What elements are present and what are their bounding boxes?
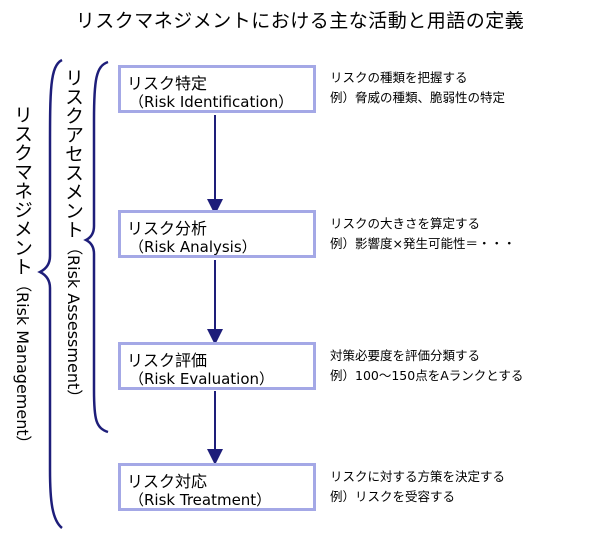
assessment-label-jp: リスクアセスメント [62, 68, 84, 239]
step-description-evaluation: 対策必要度を評価分類する 例）100～150点をAランクとする [330, 346, 523, 386]
step-subtitle: （Risk Treatment） [129, 491, 272, 509]
diagram-title: リスクマネジメントにおける主な活動と用語の定義 [75, 10, 525, 32]
assessment-bracket [83, 60, 109, 434]
assessment-label: リスクアセスメント（Risk Assessment） [62, 68, 84, 406]
management-label-jp: リスクマネジメント [11, 105, 33, 276]
step-subtitle: （Risk Identification） [129, 93, 294, 111]
step-box-identification: リスク特定 （Risk Identification） [118, 65, 316, 113]
step-description-treatment: リスクに対する方策を決定する 例）リスクを受容する [330, 467, 505, 507]
step-desc-line: リスクの種類を把握する [330, 70, 468, 85]
step-desc-example: 例）100～150点をAランクとする [330, 368, 524, 383]
step-title: リスク評価 [127, 351, 208, 370]
management-bracket [37, 58, 63, 529]
step-desc-example: 例）影響度×発生可能性＝・・・ [330, 236, 516, 251]
step-box-analysis: リスク分析 （Risk Analysis） [118, 210, 316, 258]
step-title: リスク特定 [127, 74, 208, 93]
step-description-analysis: リスクの大きさを算定する 例）影響度×発生可能性＝・・・ [330, 214, 515, 254]
step-box-treatment: リスク対応 （Risk Treatment） [118, 463, 316, 511]
step-box-evaluation: リスク評価 （Risk Evaluation） [118, 342, 316, 390]
management-label: リスクマネジメント（Risk Management） [11, 105, 33, 452]
step-desc-line: リスクに対する方策を決定する [330, 469, 506, 484]
management-label-en: （Risk Management） [13, 276, 32, 452]
step-desc-example: 例）リスクを受容する [330, 489, 456, 504]
step-desc-example: 例）脅威の種類、脆弱性の特定 [330, 90, 506, 105]
step-title: リスク分析 [127, 219, 208, 238]
step-subtitle: （Risk Evaluation） [129, 370, 275, 388]
step-desc-line: 対策必要度を評価分類する [330, 348, 481, 363]
assessment-label-en: （Risk Assessment） [64, 239, 83, 406]
step-description-identification: リスクの種類を把握する 例）脅威の種類、脆弱性の特定 [330, 68, 505, 108]
step-subtitle: （Risk Analysis） [129, 238, 257, 256]
step-title: リスク対応 [127, 472, 208, 491]
step-desc-line: リスクの大きさを算定する [330, 216, 481, 231]
